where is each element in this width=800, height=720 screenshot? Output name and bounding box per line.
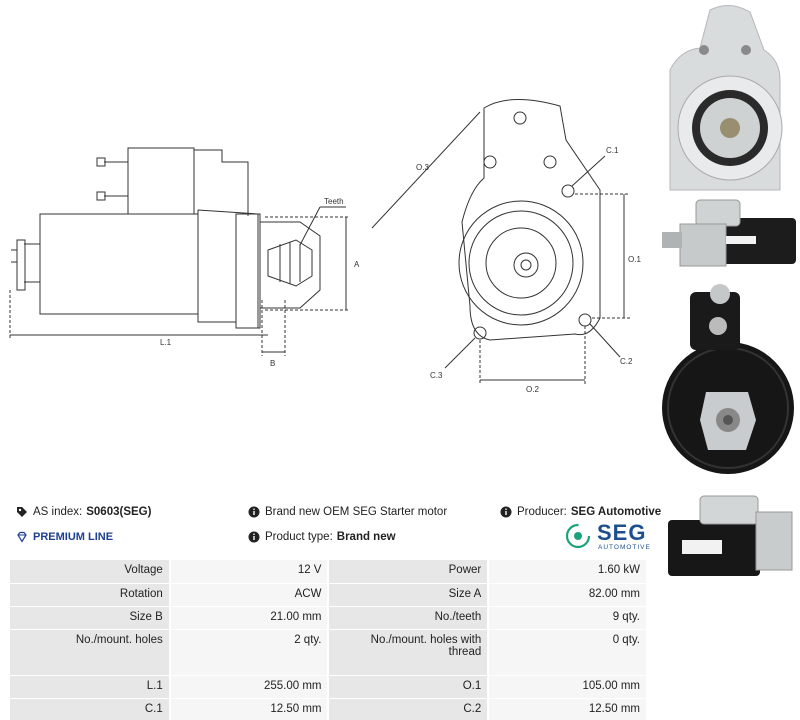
seg-logo: SEG AUTOMOTIVE [565, 520, 655, 554]
table-row: Voltage 12 V Power 1.60 kW [10, 560, 648, 583]
info-icon [248, 506, 260, 518]
table-row: Rotation ACW Size A 82.00 mm [10, 583, 648, 606]
photo-front-view [669, 5, 783, 191]
label-c1: C.1 [606, 146, 619, 155]
hole-c1 [561, 184, 575, 198]
spec-label: Rotation [10, 583, 171, 606]
photo-side-view [662, 199, 796, 267]
product-type-label: Product type: [265, 531, 333, 543]
label-o3: O.3 [416, 163, 429, 172]
spec-value: 12 V [169, 560, 330, 583]
premium-line-label: PREMIUM LINE [33, 531, 114, 543]
tag-icon [17, 507, 27, 517]
technical-drawing: Teeth A B L.1 O.3 C.1 O.1 C.2 C.3 O.2 [9, 98, 641, 394]
table-row: L.1 255.00 mm O.1 105.00 mm [10, 675, 648, 698]
label-l1: L.1 [160, 338, 172, 347]
info-icon [500, 506, 512, 518]
spec-value: 2 qty. [169, 629, 330, 675]
spec-value: 1.60 kW [488, 560, 648, 583]
as-index-label: AS index: [33, 506, 83, 518]
motor-housing [39, 213, 199, 315]
hole-c2 [578, 313, 592, 327]
seg-logo-mark [565, 523, 591, 549]
spec-label: Size B [10, 606, 171, 629]
spec-value: 82.00 mm [488, 583, 648, 606]
seg-logo-subtext: AUTOMOTIVE [598, 544, 651, 551]
table-row: No./mount. holes 2 qty. No./mount. holes… [10, 629, 648, 675]
label-c2: C.2 [620, 357, 633, 366]
spec-label: C.1 [10, 698, 171, 720]
label-o2: O.2 [526, 385, 539, 394]
producer-row: Producer: SEG Automotive [500, 506, 661, 518]
producer-label: Producer: [517, 506, 567, 518]
table-row: C.1 12.50 mm C.2 12.50 mm [10, 698, 648, 720]
spec-value: 105.00 mm [488, 675, 648, 698]
photo-rear-view [662, 284, 794, 474]
solenoid-body [127, 147, 195, 215]
table-row: Size B 21.00 mm No./teeth 9 qty. [10, 606, 648, 629]
spec-label: C.2 [328, 698, 490, 720]
label-c3: C.3 [430, 371, 443, 380]
label-o1: O.1 [628, 255, 641, 264]
spec-value: 255.00 mm [169, 675, 330, 698]
spec-label: Voltage [10, 560, 171, 583]
description-text: Brand new OEM SEG Starter motor [265, 506, 448, 518]
spec-label: No./mount. holes with thread [328, 629, 490, 675]
spec-label: L.1 [10, 675, 171, 698]
spec-value: 12.50 mm [488, 698, 648, 720]
producer-value: SEG Automotive [570, 506, 662, 518]
spec-value: 0 qty. [488, 629, 648, 675]
spec-label: No./teeth [328, 606, 490, 629]
product-type-value: Brand new [336, 531, 396, 543]
spec-label: O.1 [328, 675, 490, 698]
label-teeth: Teeth [324, 197, 344, 206]
front-flange [461, 98, 601, 341]
spec-label: Power [328, 560, 490, 583]
label-a: A [354, 260, 360, 269]
premium-line-badge: PREMIUM LINE [16, 531, 113, 543]
spec-label: Size A [328, 583, 490, 606]
info-icon [248, 531, 260, 543]
as-index-value: S0603(SEG) [86, 506, 152, 518]
seg-logo-text: SEG [597, 520, 647, 545]
front-housing [458, 200, 584, 326]
spec-label: No./mount. holes [10, 629, 171, 675]
hole-c3 [473, 326, 487, 340]
spec-table: Voltage 12 V Power 1.60 kW Rotation ACW … [10, 560, 648, 720]
description-row: Brand new OEM SEG Starter motor [248, 506, 447, 518]
photo-side-view-2 [668, 495, 793, 576]
pinion [267, 239, 313, 287]
spec-value: 21.00 mm [169, 606, 330, 629]
product-type-row: Product type: Brand new [248, 531, 396, 543]
diamond-icon [17, 531, 27, 543]
spec-value: 12.50 mm [169, 698, 330, 720]
as-index-row: AS index: S0603(SEG) [16, 506, 151, 518]
label-b: B [270, 359, 275, 368]
product-photos [662, 5, 796, 576]
spec-value: ACW [169, 583, 330, 606]
spec-value: 9 qty. [488, 606, 648, 629]
